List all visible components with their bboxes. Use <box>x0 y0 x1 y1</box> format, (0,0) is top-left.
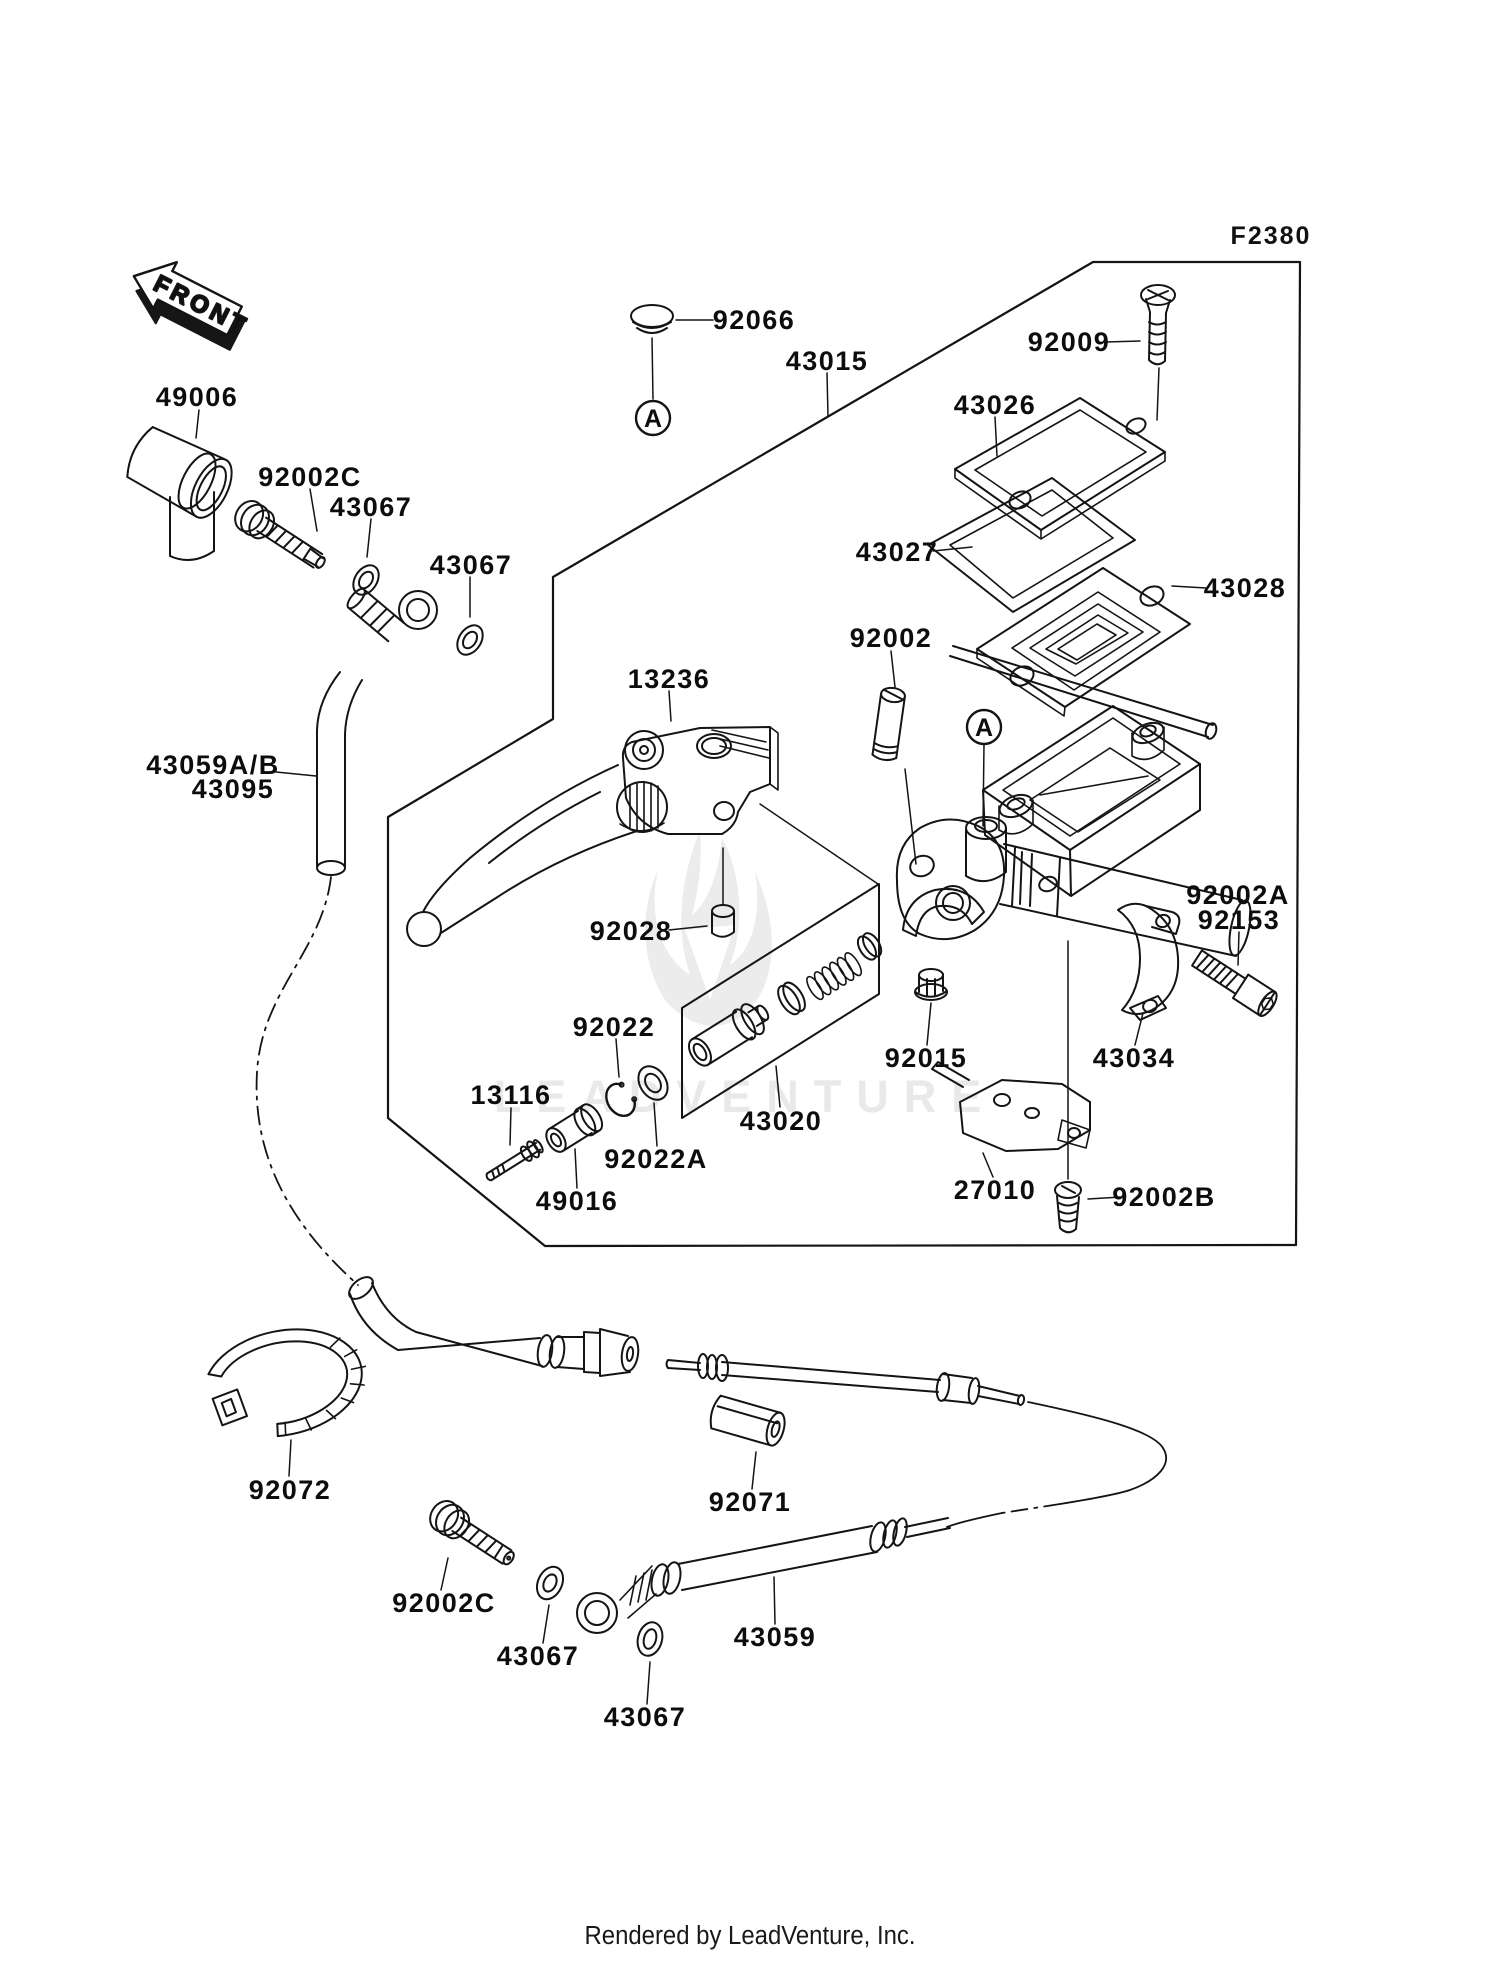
part-label-92022: 92022 <box>573 1012 656 1042</box>
part-drawing-49016-bushing <box>545 1103 604 1153</box>
cable-routing-loop <box>946 1401 1167 1528</box>
marker-A-2-letter: A <box>975 714 993 742</box>
part-label-43095: 43095 <box>192 774 275 804</box>
part-drawing-92002C-bolt-top <box>234 500 326 569</box>
part-label-43015: 43015 <box>786 346 869 376</box>
front-arrow: FRONT <box>132 261 254 351</box>
part-drawing-clutch-cable-upper <box>348 1276 1026 1406</box>
part-label-92009: 92009 <box>1028 327 1111 357</box>
marker-A-2: A <box>965 708 1003 746</box>
part-label-92002C-top: 92002C <box>258 462 362 492</box>
part-drawing-43067-washer-4 <box>636 1621 664 1657</box>
part-drawing-43059-hose <box>576 1517 951 1634</box>
part-label-43067-4: 43067 <box>604 1702 687 1732</box>
part-drawing-92022A-washer <box>637 1065 669 1101</box>
part-drawing-92002-bleed-screw <box>871 686 906 762</box>
footer-credit-text: Rendered by LeadVenture, Inc. <box>585 1921 916 1950</box>
part-label-43026: 43026 <box>954 390 1037 420</box>
part-drawing-13116-rod <box>485 1139 544 1182</box>
part-drawing-43028-diaphragm <box>976 567 1191 717</box>
part-label-92002A: 92002A <box>1186 880 1290 910</box>
part-drawing-43067-washer-2 <box>456 624 484 656</box>
leader-lines <box>195 319 1240 1705</box>
hose-routing-line-upper <box>255 876 359 1286</box>
part-drawing-92015-nut <box>914 968 948 1001</box>
part-label-43059: 43059 <box>734 1622 817 1652</box>
part-label-92015: 92015 <box>885 1043 968 1073</box>
part-label-43028: 43028 <box>1204 573 1287 603</box>
part-drawing-43020-piston <box>687 932 883 1067</box>
part-labels-layer: F2380 92066 43015 92009 43026 43027 4302… <box>146 222 1312 1732</box>
part-drawing-92002C-bolt-bottom <box>429 1500 515 1566</box>
part-label-13236: 13236 <box>628 664 711 694</box>
part-label-43020: 43020 <box>740 1106 823 1136</box>
part-label-92028: 92028 <box>590 916 673 946</box>
assembly-outline-box <box>386 260 1302 1248</box>
part-drawing-92022-circlip <box>605 1081 638 1118</box>
footer: Rendered by LeadVenture, Inc. <box>585 1921 916 1950</box>
part-label-43067-3: 43067 <box>497 1641 580 1671</box>
part-label-27010: 27010 <box>954 1175 1037 1205</box>
part-label-92002C-bottom: 92002C <box>392 1588 496 1618</box>
watermark-flame-notch <box>685 925 735 1000</box>
diagram-code-label: F2380 <box>1231 222 1312 250</box>
kit-spring <box>806 952 863 1001</box>
part-label-43034: 43034 <box>1093 1043 1176 1073</box>
part-label-92002: 92002 <box>850 623 933 653</box>
part-drawing-92071-spacer <box>709 1394 786 1447</box>
marker-A-1-letter: A <box>644 405 662 433</box>
front-arrow-face <box>132 261 243 337</box>
marker-A-1: A <box>634 399 672 437</box>
leadventure-watermark: LEADVENTURE <box>494 830 981 1122</box>
part-label-92071: 92071 <box>709 1487 792 1517</box>
part-drawing-13236-lever <box>406 726 779 947</box>
part-label-49016: 49016 <box>536 1186 619 1216</box>
part-drawing-43067-washer-1 <box>352 564 380 596</box>
part-drawing-92009-screw <box>1140 284 1176 366</box>
part-label-43067-2: 43067 <box>430 550 513 580</box>
part-label-92072: 92072 <box>249 1475 332 1505</box>
handlebar-tube <box>949 645 1218 740</box>
part-drawing-27010-switch <box>931 1061 1091 1152</box>
part-label-92022A: 92022A <box>604 1144 708 1174</box>
part-label-92002B: 92002B <box>1112 1182 1216 1212</box>
part-label-43067-1: 43067 <box>330 492 413 522</box>
part-drawing-92066-plug <box>630 304 674 334</box>
part-drawing-92002B-screw <box>1054 1181 1082 1234</box>
part-drawing-92153-bolt <box>1191 949 1278 1017</box>
part-drawing-43027-gasket <box>927 477 1136 613</box>
part-drawing-92072-clamp-band <box>207 1328 367 1438</box>
part-drawing-43067-washer-3 <box>535 1565 565 1601</box>
part-label-43059AB: 43059A/B <box>146 750 280 780</box>
part-drawing-master-cylinder-body <box>895 816 1252 957</box>
part-label-49006: 49006 <box>156 382 239 412</box>
part-drawing-reservoir-body <box>982 705 1201 897</box>
part-label-13116: 13116 <box>470 1080 551 1110</box>
part-drawing-43059AB-hose <box>255 587 438 1286</box>
part-label-43027: 43027 <box>856 537 939 567</box>
part-drawing-49006-boot <box>126 426 233 561</box>
part-drawing-43034-clamp <box>1117 902 1181 1021</box>
part-label-92153: 92153 <box>1198 905 1281 935</box>
part-label-92066: 92066 <box>713 305 796 335</box>
piston-kit-box <box>681 883 880 1119</box>
